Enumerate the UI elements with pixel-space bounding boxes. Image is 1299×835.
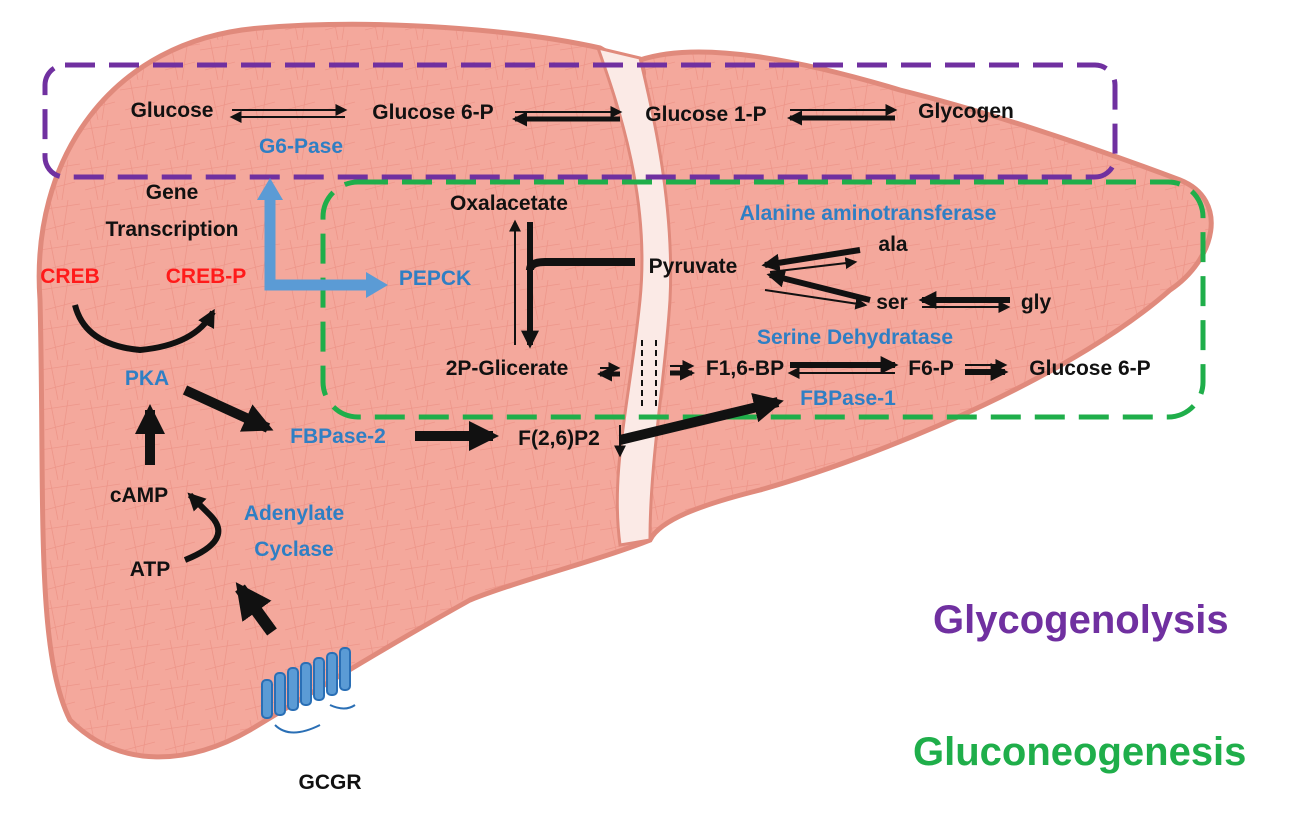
serine-dehydratase-label: Serine Dehydratase	[756, 326, 954, 349]
alanine-aminotransferase-label: Alanine aminotransferase	[739, 202, 997, 225]
regulation-arrows	[72, 304, 784, 636]
gcgr-receptor-icon	[261, 647, 356, 734]
pka-label: PKA	[124, 367, 170, 390]
creb-label: CREB	[40, 265, 100, 288]
ser-label: ser	[876, 291, 908, 314]
liver-shape	[36, 21, 1214, 760]
glucose-1p-label: Glucose 1-P	[645, 103, 767, 126]
cyclase-label: Cyclase	[254, 538, 334, 561]
gluconeogenesis-arrows	[509, 219, 1011, 382]
glycogenolysis-box	[42, 62, 1118, 180]
gluconeogenesis-box	[320, 179, 1206, 420]
dashed-separator	[641, 340, 657, 410]
f6p-label: F6-P	[908, 357, 954, 380]
glucose-label: Glucose	[130, 99, 214, 122]
glycogenolysis-arrows	[229, 104, 898, 127]
gly-label: gly	[1020, 291, 1052, 314]
adenylate-label: Adenylate	[243, 502, 345, 525]
pyruvate-label: Pyruvate	[648, 255, 738, 278]
liver-fissure	[595, 45, 673, 547]
legend-glycogenolysis: Glycogenolysis	[933, 598, 1229, 642]
gcgr-label: GCGR	[298, 771, 362, 794]
2p-glicerate-label: 2P-Glicerate	[445, 357, 569, 380]
pepck-label: PEPCK	[398, 267, 472, 290]
oxalacetate-label: Oxalacetate	[450, 192, 568, 215]
g6pase-label: G6-Pase	[258, 135, 344, 158]
glycogen-label: Glycogen	[918, 100, 1014, 123]
atp-label: ATP	[129, 558, 171, 581]
glucose-6p-top-label: Glucose 6-P	[372, 101, 494, 124]
creb-p-label: CREB-P	[165, 265, 247, 288]
f16bp-label: F1,6-BP	[705, 357, 785, 380]
legend-gluconeogenesis: Gluconeogenesis	[913, 730, 1247, 774]
gene-transcription-arrow	[257, 178, 388, 298]
transcription-label: Transcription	[105, 218, 239, 241]
camp-label: cAMP	[109, 484, 169, 507]
ala-label: ala	[878, 233, 908, 256]
f26p2-label: F(2,6)P2	[518, 427, 600, 450]
fbpase2-label: FBPase-2	[290, 425, 386, 448]
fbpase1-label: FBPase-1	[800, 387, 896, 410]
gene-label: Gene	[145, 181, 199, 204]
glucose-6p-bottom-label: Glucose 6-P	[1029, 357, 1151, 380]
